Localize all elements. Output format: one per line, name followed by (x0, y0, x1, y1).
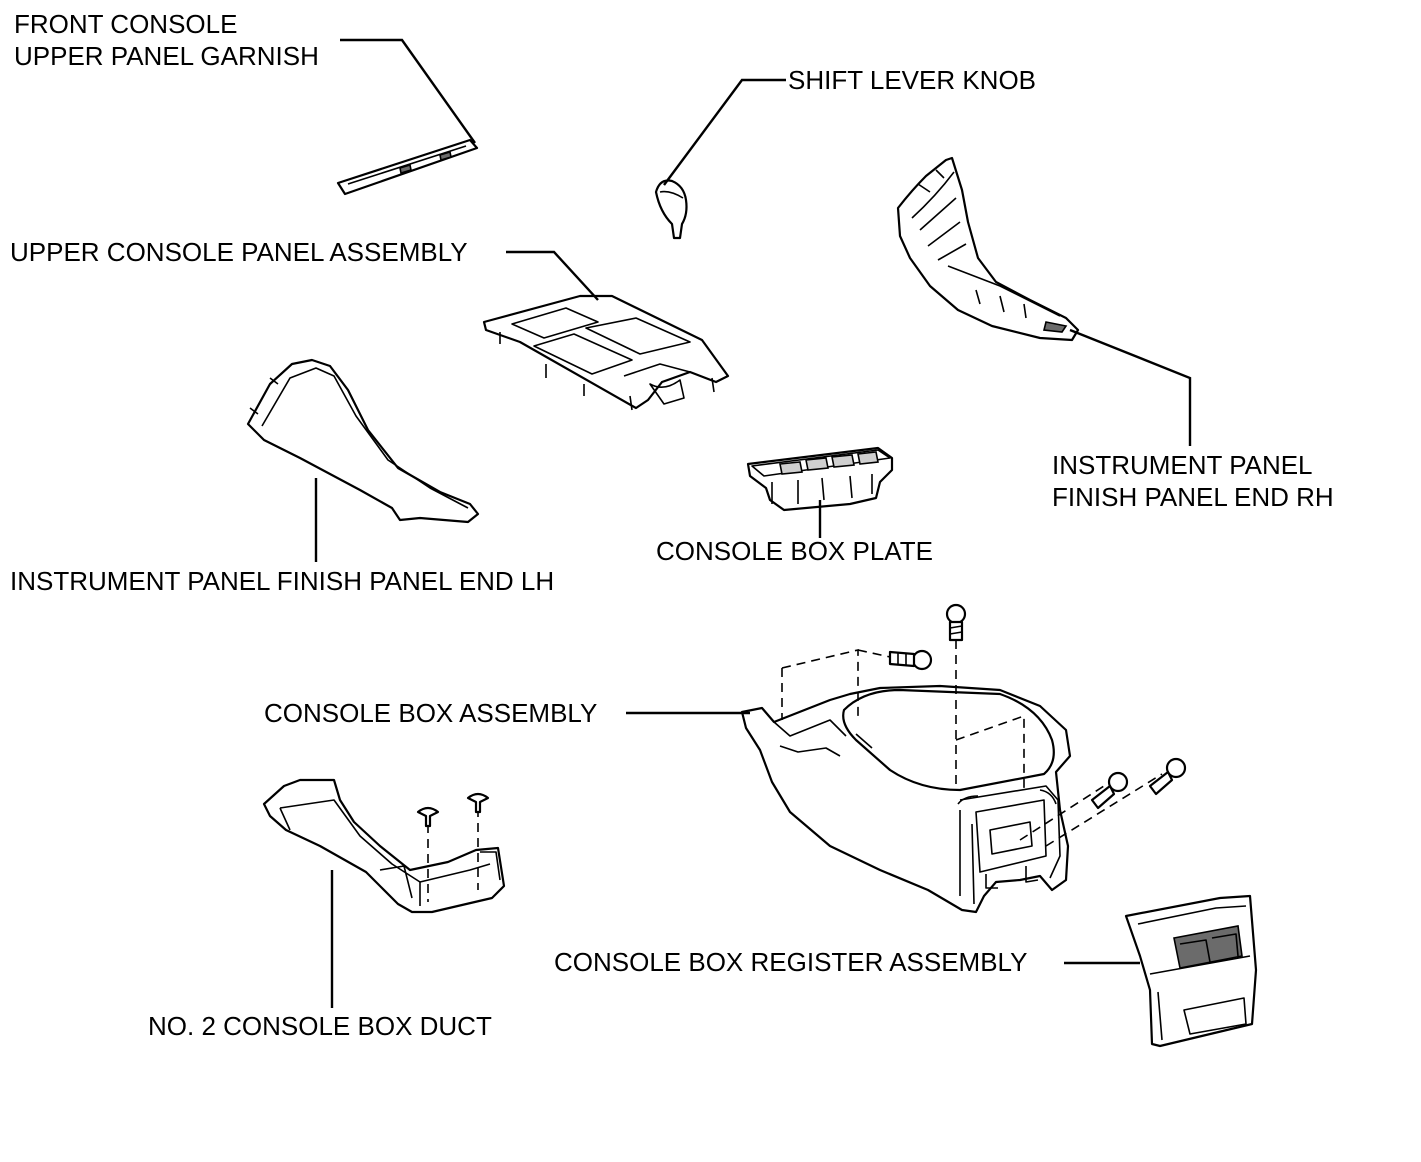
label-upper-console-panel: UPPER CONSOLE PANEL ASSEMBLY (10, 237, 468, 267)
label-finish-panel-end-rh-line1: INSTRUMENT PANEL (1052, 450, 1313, 480)
console-box-register-part (1124, 894, 1258, 1048)
screw-top (945, 603, 967, 642)
console-box-plate-part (746, 446, 894, 512)
label-shift-lever-knob: SHIFT LEVER KNOB (788, 65, 1037, 95)
install-guides (781, 640, 1163, 847)
screw-right-2 (1148, 757, 1187, 796)
front-console-garnish-part (336, 138, 479, 196)
screw-left (888, 649, 933, 671)
label-console-box-register: CONSOLE BOX REGISTER ASSEMBLY (554, 947, 1028, 977)
screw-right-1 (1090, 771, 1129, 810)
label-no2-console-box-duct: NO. 2 CONSOLE BOX DUCT (148, 1011, 492, 1041)
clip-left (416, 806, 440, 828)
label-console-box-plate: CONSOLE BOX PLATE (656, 536, 933, 566)
leader-shift-knob (663, 78, 786, 186)
leader-upper-console (506, 250, 599, 301)
console-box-duct-part (262, 778, 506, 914)
shift-lever-knob-part (654, 179, 688, 240)
label-front-console-garnish: FRONT CONSOLE UPPER PANEL GARNISH (14, 8, 319, 72)
label-front-console-garnish-line2: UPPER PANEL GARNISH (14, 41, 319, 71)
label-front-console-garnish-line1: FRONT CONSOLE (14, 9, 238, 39)
label-finish-panel-end-lh: INSTRUMENT PANEL FINISH PANEL END LH (10, 566, 555, 596)
label-finish-panel-end-rh-line2: FINISH PANEL END RH (1052, 482, 1334, 512)
finish-panel-end-lh-part (246, 358, 480, 524)
label-console-box-assembly: CONSOLE BOX ASSEMBLY (264, 698, 598, 728)
leader-finish-rh (1069, 328, 1192, 446)
upper-console-panel-part (482, 294, 730, 411)
finish-panel-end-rh-part (896, 156, 1080, 342)
clip-right (466, 792, 490, 814)
label-finish-panel-end-rh: INSTRUMENT PANEL FINISH PANEL END RH (1052, 449, 1334, 513)
leader-garnish (340, 38, 476, 144)
console-box-assembly-part (740, 684, 1072, 914)
